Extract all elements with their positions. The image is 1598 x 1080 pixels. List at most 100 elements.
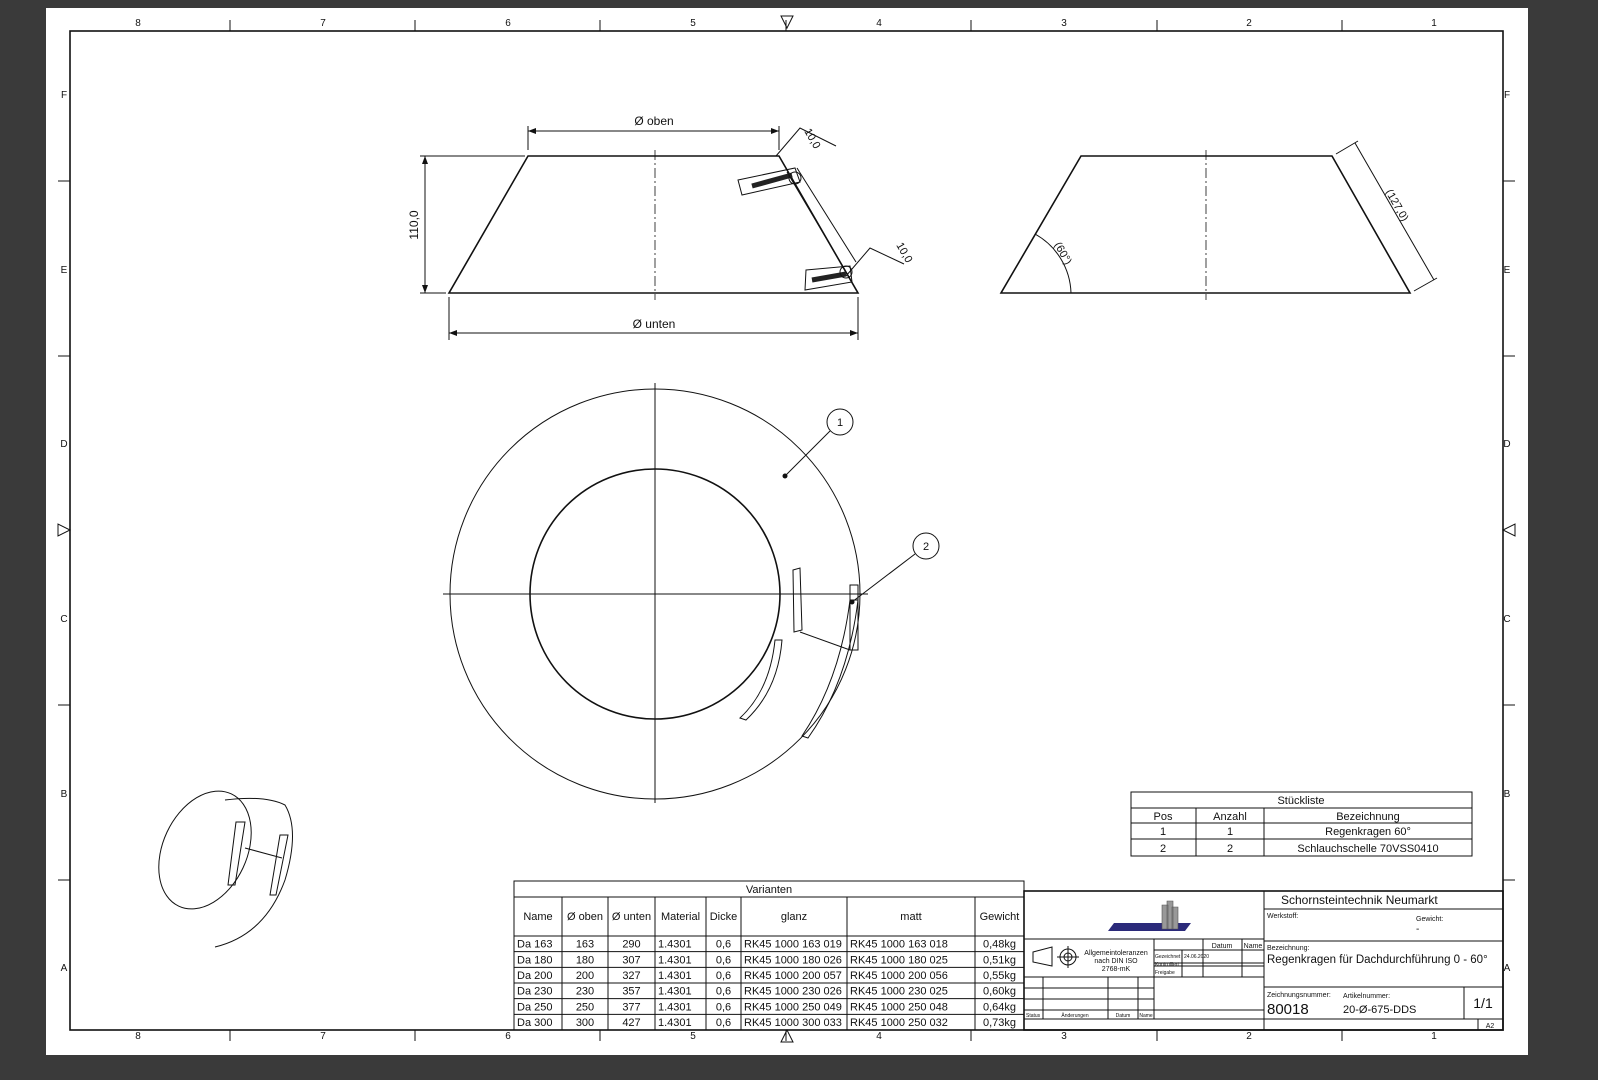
changes-label: Änderungen [1061, 1012, 1088, 1019]
designation: Regenkragen für Dachdurchführung 0 - 60° [1267, 954, 1488, 966]
variants-title: Varianten [746, 884, 792, 896]
variants-cell: 0,73kg [983, 1017, 1016, 1029]
variants-cell: 327 [622, 970, 640, 982]
rev-datum-label: Datum [1116, 1013, 1131, 1019]
variants-cell: 0,51kg [983, 954, 1016, 966]
centering-marks [57, 15, 1516, 1043]
zone-column-label: 2 [1246, 1031, 1252, 1042]
tolerance-line-3: 2768-mK [1102, 966, 1131, 973]
zone-column-label: 8 [135, 18, 141, 29]
zone-row-label: C [1503, 614, 1510, 625]
tolerance-line-1: Allgemeintoleranzen [1084, 950, 1148, 957]
zone-row-label: D [1503, 439, 1510, 450]
variants-cell: RK45 1000 200 057 [744, 970, 842, 982]
variants-cell: 163 [576, 939, 594, 951]
balloon-2: 2 [923, 541, 929, 553]
zone-column-label: 6 [505, 18, 511, 29]
zone-row-label: A [61, 963, 68, 974]
front-view: Ø oben Ø unten 110,0 10,0 10,0 [407, 114, 915, 340]
zone-column-label: 5 [690, 1031, 696, 1042]
zone-row-label: E [1504, 265, 1511, 276]
parts-header-qty: Anzahl [1213, 811, 1247, 823]
zone-row-label: B [61, 789, 68, 800]
variants-cell: 250 [576, 1001, 594, 1013]
balloon-1: 1 [837, 417, 843, 429]
variants-cell: 0,60kg [983, 986, 1016, 998]
drawn-date: 24.06.2020 [1184, 954, 1209, 960]
zone-column-label: 4 [876, 18, 882, 29]
parts-header-name: Bezeichnung [1336, 811, 1400, 823]
variants-cell: 1.4301 [658, 986, 692, 998]
side-view: (60°) (127,0) [999, 140, 1438, 300]
variants-cell: 377 [622, 1001, 640, 1013]
parts-cell: Schlauchschelle 70VSS0410 [1297, 843, 1438, 855]
company-name: Schornsteintechnik Neumarkt [1281, 893, 1438, 907]
variants-cell: RK45 1000 250 032 [850, 1017, 948, 1029]
variants-cell: 307 [622, 954, 640, 966]
variants-cell: Da 200 [517, 970, 552, 982]
zone-column-label: 5 [690, 18, 696, 29]
dim-height: 110,0 [407, 210, 421, 239]
drawing-number: 80018 [1267, 1001, 1309, 1018]
zone-column-label: 1 [1431, 1031, 1437, 1042]
variants-cell: 200 [576, 970, 594, 982]
zone-column-label: 8 [135, 1031, 141, 1042]
datum-label: Datum [1212, 943, 1233, 950]
company-logo [1108, 900, 1191, 931]
zone-column-label: 7 [320, 1031, 326, 1042]
zone-column-label: 3 [1061, 1031, 1067, 1042]
variants-cell: RK45 1000 163 018 [850, 939, 948, 951]
variants-cell: RK45 1000 180 025 [850, 954, 948, 966]
variants-cell: 0,6 [716, 954, 731, 966]
variants-header: Ø unten [612, 911, 651, 923]
variants-cell: RK45 1000 250 049 [744, 1001, 842, 1013]
variants-cell: 1.4301 [658, 1017, 692, 1029]
tolerance-line-2: nach DIN ISO [1094, 958, 1138, 965]
zone-row-label: E [61, 265, 68, 276]
zone-row-label: D [60, 439, 67, 450]
parts-list-title: Stückliste [1277, 795, 1324, 807]
variants-cell: 0,55kg [983, 970, 1016, 982]
variants-cell: RK45 1000 163 019 [744, 939, 842, 951]
parts-list: Stückliste Pos Anzahl Bezeichnung 1 1 Re… [1130, 791, 1473, 857]
variants-cell: 290 [622, 939, 640, 951]
sheet-number: 1/1 [1473, 995, 1493, 1011]
drawn-label: Gezeichnet [1155, 954, 1181, 960]
weight-label: Gewicht: [1416, 916, 1443, 923]
variants-cell: RK45 1000 180 026 [744, 954, 842, 966]
projection-symbol-icon [1032, 946, 1079, 968]
variants-cell: 357 [622, 986, 640, 998]
zone-column-label: 2 [1246, 18, 1252, 29]
parts-cell: 2 [1160, 843, 1166, 855]
parts-cell: Regenkragen 60° [1325, 826, 1411, 838]
isometric-view [158, 790, 293, 948]
variants-header: Name [523, 911, 552, 923]
variants-cell: 0,6 [716, 970, 731, 982]
zone-column-label: 4 [876, 1031, 882, 1042]
parts-cell: 1 [1160, 826, 1166, 838]
variants-cell: 1.4301 [658, 1001, 692, 1013]
zone-column-label: 1 [1431, 18, 1437, 29]
variants-cell: Da 163 [517, 939, 552, 951]
variants-cell: 180 [576, 954, 594, 966]
variants-cell: 300 [576, 1017, 594, 1029]
variants-cell: RK45 1000 230 026 [744, 986, 842, 998]
sheet-format: A2 [1486, 1023, 1495, 1030]
article-number: 20-Ø-675-DDS [1343, 1004, 1416, 1016]
dim-clamp-width-2: 10,0 [893, 241, 914, 266]
name-label: Name [1244, 943, 1263, 950]
variants-cell: Da 180 [517, 954, 552, 966]
variants-cell: Da 230 [517, 986, 552, 998]
checked-label: Kontrolliert [1155, 962, 1180, 968]
dim-top-diameter: Ø oben [634, 114, 673, 128]
variants-cell: RK45 1000 300 033 [744, 1017, 842, 1029]
variants-cell: 427 [622, 1017, 640, 1029]
designation-label: Bezeichnung: [1267, 945, 1309, 952]
dimension-lines [420, 126, 859, 340]
zone-row-label: F [1504, 90, 1510, 101]
variants-cell: 0,64kg [983, 1001, 1016, 1013]
zone-column-label: 6 [505, 1031, 511, 1042]
